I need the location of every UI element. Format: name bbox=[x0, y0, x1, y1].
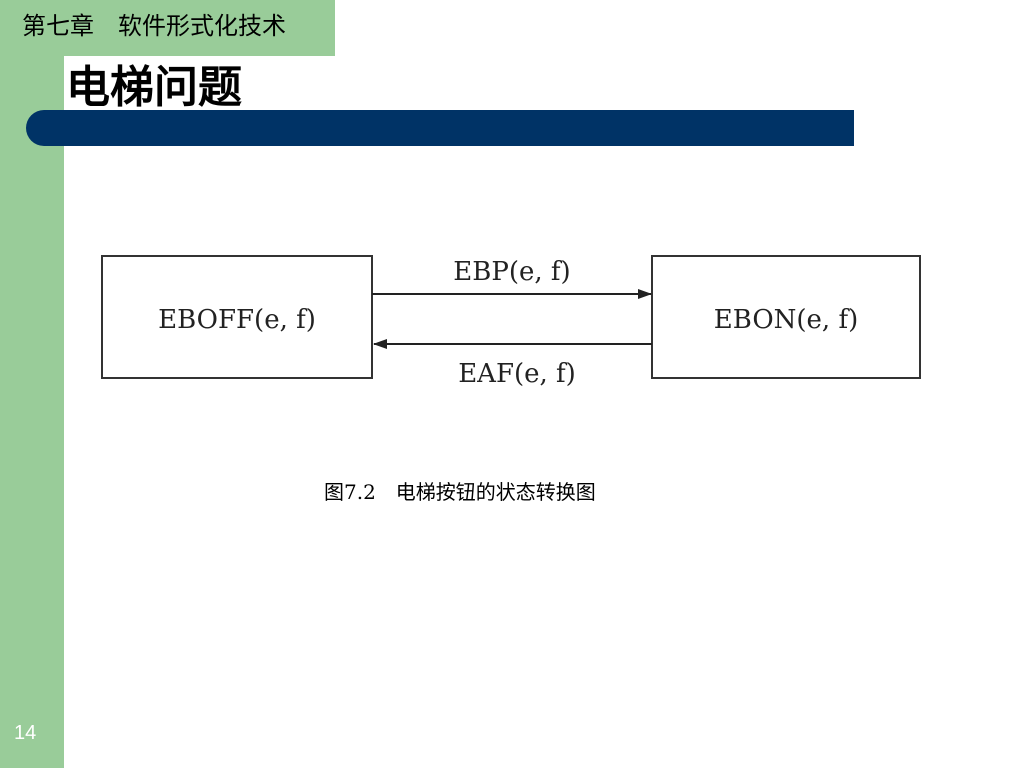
state-box-ebon bbox=[651, 255, 921, 379]
slide-title: 电梯问题 bbox=[66, 62, 242, 113]
transition-label-ebp: EBP(e, f) bbox=[453, 257, 570, 287]
state-box-eboff bbox=[101, 255, 373, 379]
state-label-eboff: EBOFF(e, f) bbox=[158, 305, 316, 335]
chapter-heading: 第七章 软件形式化技术 bbox=[0, 0, 335, 56]
figure-caption: 图7.2 电梯按钮的状态转换图 bbox=[324, 480, 596, 504]
state-label-ebon: EBON(e, f) bbox=[714, 305, 858, 335]
transition-label-eaf: EAF(e, f) bbox=[458, 359, 576, 389]
state-transition-diagram: EBOFF(e, f) EBON(e, f) EBP(e, f) EAF(e, … bbox=[101, 255, 921, 389]
page-number: 14 bbox=[14, 722, 37, 744]
title-underline-bar bbox=[26, 110, 854, 146]
